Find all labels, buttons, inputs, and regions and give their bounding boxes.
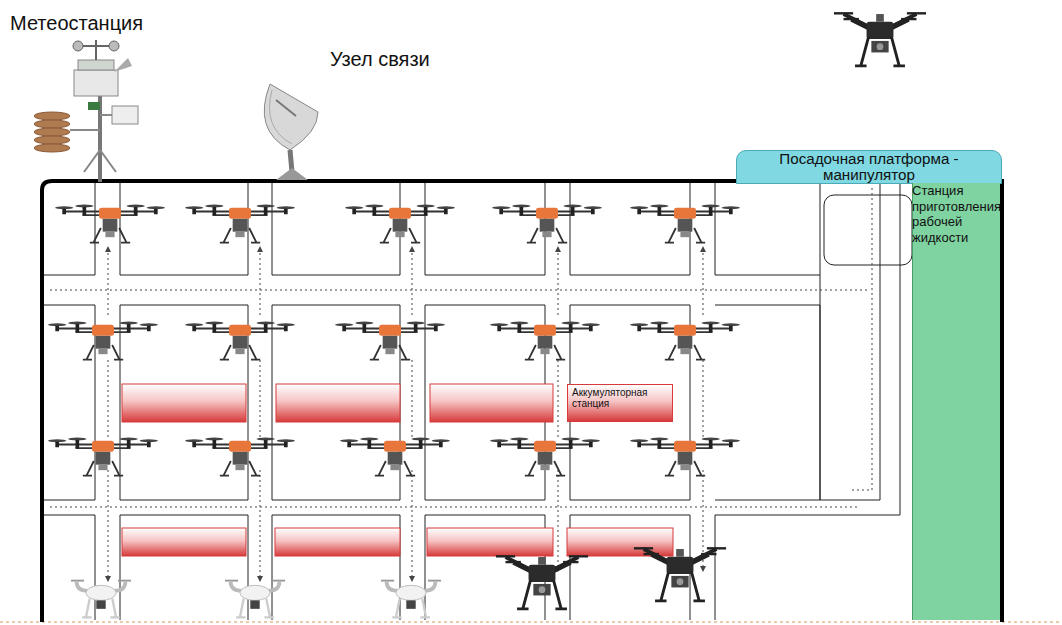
battery-station: Аккумуляторная станция [567, 384, 673, 422]
node-text: Посадочная платформа - манипулятор [737, 151, 1001, 183]
landing-platform: Посадочная платформа - манипулятор [736, 150, 1002, 184]
node-text: Станция приготовления рабочей жидкости [912, 183, 1001, 245]
comm-node-label: Узел связи [330, 48, 430, 71]
liquid-station-band: Станция приготовления рабочей жидкости [912, 183, 1000, 620]
weather-station-label: Метеостанция [10, 12, 143, 35]
node-text: Аккумуляторная станция [572, 387, 668, 409]
